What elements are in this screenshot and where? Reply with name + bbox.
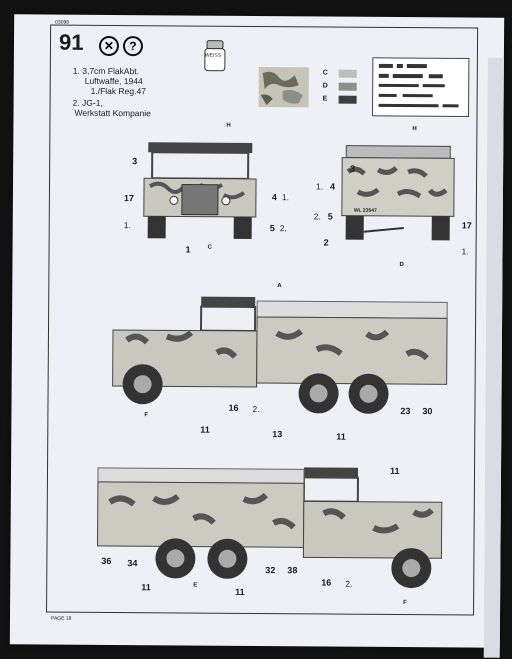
- side1-callout-11b: 11: [336, 431, 346, 442]
- version1-line3: 1./Flak Reg.47: [90, 85, 146, 97]
- side1-callout-16-version: 2.: [252, 403, 260, 415]
- color-chip-e: [338, 95, 357, 104]
- version2-line1: 2. JG-1,: [72, 97, 103, 108]
- truck-front-view: [143, 142, 257, 239]
- truck-side-view-right: [96, 467, 443, 589]
- decal-sheet: [372, 57, 470, 117]
- color-chip-c: [338, 69, 357, 78]
- side2-callout-16: 16: [321, 577, 332, 588]
- step-number: 91: [58, 29, 84, 55]
- side2-callout-32: 32: [265, 565, 276, 576]
- front-callout-5-version: 2.: [279, 223, 287, 234]
- rear-callout-version2: 2.: [313, 211, 321, 222]
- front-callout-version: 1.: [123, 220, 131, 231]
- rear-callout-version1: 1.: [315, 181, 324, 192]
- rear-callout-2: 2: [323, 237, 329, 248]
- rear-callout-17: 17: [461, 220, 472, 231]
- side2-ref-e: E: [193, 582, 198, 589]
- rear-callout-3: 3: [350, 163, 356, 174]
- rear-callout-17-version: 1.: [461, 246, 469, 257]
- help-icon: ?: [122, 36, 144, 57]
- side1-ref-a: A: [277, 283, 282, 290]
- side2-callout-38: 38: [287, 565, 298, 576]
- side2-callout-36: 36: [101, 555, 112, 566]
- version1-line1: 1. 3,7cm FlakAbt.: [72, 65, 139, 77]
- side1-callout-13: 13: [272, 429, 283, 440]
- color-chip-d: [338, 82, 357, 91]
- side2-ref-f: F: [403, 600, 407, 607]
- truck-rear-view: [341, 145, 455, 241]
- side1-callout-16: 16: [228, 402, 239, 413]
- page-code: 03098: [55, 19, 70, 26]
- page-edge: [483, 57, 504, 658]
- front-callout-17: 17: [123, 193, 134, 204]
- side1-ref-f: F: [144, 412, 149, 419]
- version1-line2: Luftwaffe, 1944: [84, 75, 143, 87]
- version2-line2: Werkstatt Kompanie: [74, 107, 151, 119]
- side2-callout-11a: 11: [389, 465, 400, 476]
- camo-ref-d: D: [322, 82, 328, 90]
- paint-label: WEISS: [204, 52, 222, 59]
- side2-callout-11c: 11: [235, 586, 245, 597]
- side1-callout-11a: 11: [200, 424, 210, 435]
- side2-callout-11b: 11: [141, 582, 151, 593]
- camo-swatch: [258, 67, 309, 108]
- paint-pot-icon: [204, 40, 226, 72]
- camo-ref-c: C: [322, 69, 328, 77]
- front-callout-3: 3: [132, 156, 138, 167]
- front-callout-1: 1: [185, 244, 191, 255]
- camo-ref-e: E: [322, 95, 328, 103]
- rear-plate: WL 23547: [353, 207, 377, 214]
- truck-side-view-left: [112, 296, 448, 414]
- instruction-page: 03098 91 ✕ ? WEISS 1. 3,7cm FlakAbt. Luf…: [9, 14, 505, 658]
- rear-callout-5: 5: [327, 211, 333, 222]
- page-frame: 03098 91 ✕ ? WEISS 1. 3,7cm FlakAbt. Luf…: [46, 20, 479, 622]
- front-ref-h: H: [226, 122, 231, 129]
- side1-callout-23: 23: [400, 406, 411, 417]
- rear-ref-d: D: [399, 261, 404, 269]
- front-callout-5: 5: [269, 223, 275, 234]
- paint-icon: ✕: [98, 35, 120, 57]
- side2-callout-16-version: 2.: [345, 578, 353, 589]
- page-footer: PAGE 18: [50, 615, 72, 622]
- side2-callout-34: 34: [127, 558, 138, 569]
- side1-callout-30: 30: [422, 406, 433, 417]
- rear-callout-4: 4: [329, 181, 336, 192]
- front-ref-c: C: [207, 244, 212, 251]
- front-callout-4: 4: [271, 192, 277, 203]
- rear-ref-h: H: [412, 126, 417, 133]
- front-callout-4-version: 1.: [281, 192, 290, 203]
